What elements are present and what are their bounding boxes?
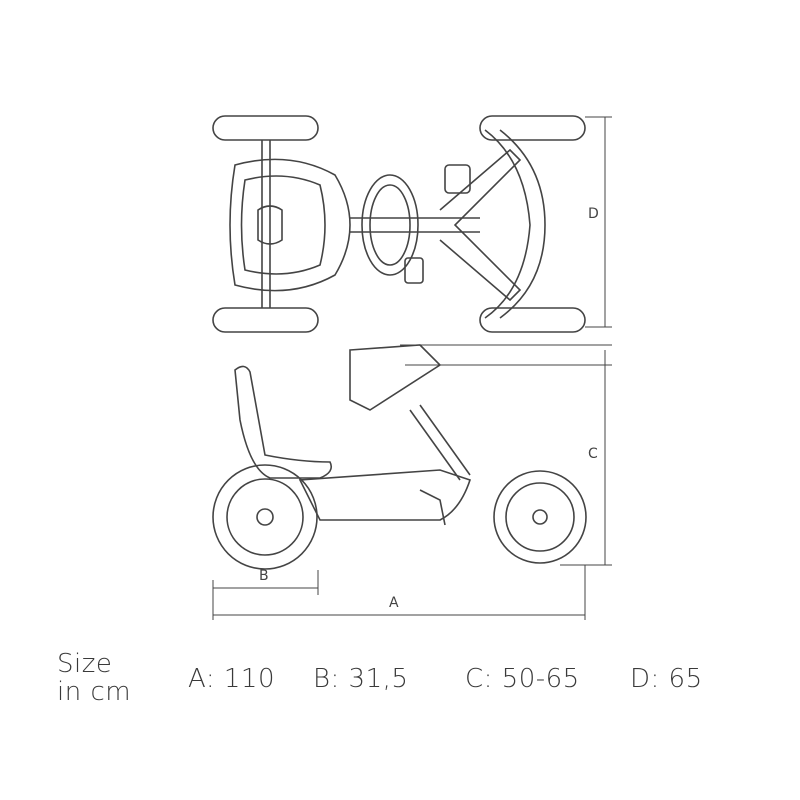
- top-view: [212, 115, 586, 333]
- front-left-wheel: [479, 115, 586, 141]
- dimension-lines: [212, 344, 612, 620]
- size-heading-line1: Size: [57, 649, 113, 679]
- rear-left-wheel: [212, 115, 319, 141]
- steering-wheel: [361, 174, 419, 276]
- size-heading-line2: in cm: [57, 677, 132, 707]
- seat-outline: [229, 158, 351, 292]
- front-right-wheel: [479, 307, 586, 333]
- seat-side: [234, 365, 333, 479]
- dimension-a-label: A: [389, 595, 399, 611]
- dimension-d-label: D: [588, 206, 599, 222]
- side-view: [212, 344, 587, 570]
- dimension-b-label: B: [259, 568, 269, 584]
- rear-wheel: [212, 464, 318, 570]
- pedal: [404, 257, 424, 284]
- rear-right-wheel: [212, 307, 319, 333]
- steering-wheel-side: [349, 344, 442, 411]
- dimension-c-label: C: [588, 446, 598, 462]
- size-c: C: 50-65: [465, 664, 580, 694]
- size-a: A: 110: [188, 664, 275, 694]
- size-d: D: 65: [630, 664, 703, 694]
- size-heading: Size in cm: [57, 650, 131, 706]
- front-wheel: [493, 470, 587, 564]
- size-b: B: 31,5: [313, 664, 409, 694]
- pedal: [444, 164, 471, 194]
- dimension-d: [585, 116, 612, 328]
